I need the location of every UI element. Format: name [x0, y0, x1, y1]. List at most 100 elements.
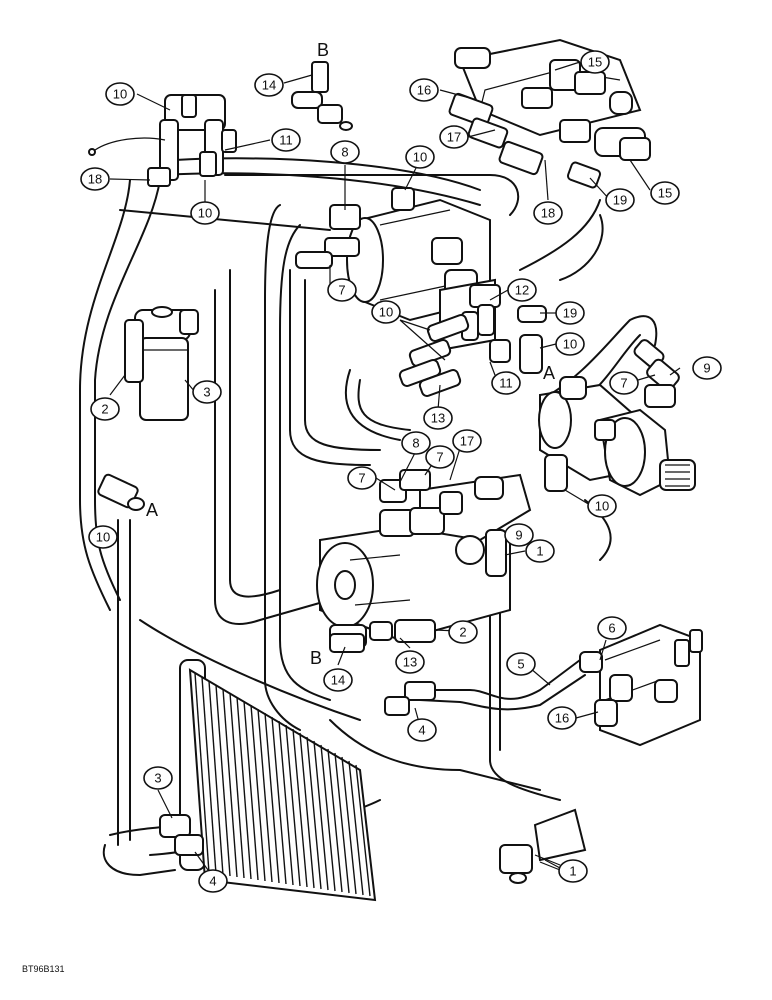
callout-bubble: [327, 278, 357, 302]
callout-4: 4: [198, 869, 228, 893]
callout-bubble: [401, 431, 431, 455]
callout-10: 10: [371, 300, 401, 324]
cooler-fin: [334, 752, 350, 894]
callout-bubble: [525, 539, 555, 563]
letter-marker-a: A: [543, 363, 555, 383]
callout-7: 7: [425, 445, 455, 469]
callout-16: 16: [547, 706, 577, 730]
callout-bubble: [409, 78, 439, 102]
callout-number: 7: [358, 471, 365, 486]
callout-4: 4: [407, 718, 437, 742]
callout-19: 19: [605, 188, 635, 212]
cooler-fin: [327, 748, 343, 893]
callout-bubble: [105, 82, 135, 106]
oil-cooler: [159, 659, 377, 902]
callout-bubble: [555, 332, 585, 356]
cooler-fin: [229, 692, 245, 879]
cooler-fin: [215, 684, 231, 877]
callout-bubble: [507, 278, 537, 302]
callout-bubble: [555, 301, 585, 325]
callout-number: 4: [209, 874, 216, 889]
control-valve: [579, 623, 703, 747]
callout-18: 18: [533, 201, 563, 225]
callout-9: 9: [692, 356, 722, 380]
callout-bubble: [254, 73, 284, 97]
figure-code: BT96B131: [22, 964, 65, 974]
main-pump: [316, 469, 532, 648]
callout-3: 3: [192, 380, 222, 404]
cooler-fin: [257, 708, 273, 883]
callout-7: 7: [327, 278, 357, 302]
cooler-fin: [222, 688, 238, 878]
callout-bubble: [439, 125, 469, 149]
callout-number: 19: [613, 193, 627, 208]
callout-number: 16: [417, 83, 431, 98]
callout-bubble: [558, 859, 588, 883]
callout-1: 1: [558, 859, 588, 883]
cooler-fin: [306, 736, 322, 890]
callout-number: 11: [499, 376, 513, 391]
callout-8: 8: [330, 140, 360, 164]
callout-number: 1: [536, 544, 543, 559]
top-elbow-fitting: [291, 61, 353, 131]
callout-bubble: [143, 766, 173, 790]
cooler-fin: [236, 696, 252, 880]
callout-5: 5: [506, 652, 536, 676]
cooler-fin: [341, 756, 357, 895]
callout-number: 17: [447, 130, 461, 145]
callout-bubble: [407, 718, 437, 742]
callout-1: 1: [525, 539, 555, 563]
letter-marker-a: A: [146, 500, 158, 520]
callout-10: 10: [190, 201, 220, 225]
callout-number: 17: [460, 434, 474, 449]
callout-number: 8: [341, 145, 348, 160]
callout-bubble: [491, 371, 521, 395]
callout-bubble: [587, 494, 617, 518]
callout-19: 19: [555, 301, 585, 325]
callout-bubble: [395, 650, 425, 674]
callout-bubble: [192, 380, 222, 404]
callout-bubble: [90, 397, 120, 421]
callout-number: 10: [379, 305, 393, 320]
callout-7: 7: [609, 371, 639, 395]
callout-bubble: [347, 466, 377, 490]
callout-bubble: [80, 167, 110, 191]
callout-number: 9: [703, 361, 710, 376]
bottom-right-filter: [499, 808, 587, 884]
cooler-fin: [250, 704, 266, 882]
callout-bubble: [605, 188, 635, 212]
right-motor: [538, 339, 696, 497]
cooler-fin: [313, 740, 329, 891]
callout-number: 3: [203, 385, 210, 400]
callout-10: 10: [587, 494, 617, 518]
callout-7: 7: [347, 466, 377, 490]
callout-bubble: [423, 406, 453, 430]
callout-2: 2: [90, 397, 120, 421]
callout-number: 16: [555, 711, 569, 726]
callout-number: 10: [563, 337, 577, 352]
callout-number: 1: [569, 864, 576, 879]
callout-10: 10: [88, 525, 118, 549]
cooler-fin: [278, 720, 294, 886]
cooler-fin: [355, 764, 371, 897]
callout-number: 10: [198, 206, 212, 221]
callout-number: 18: [541, 206, 555, 221]
cooler-fin: [201, 676, 217, 875]
callout-number: 14: [331, 673, 345, 688]
callout-number: 15: [588, 55, 602, 70]
callout-bubble: [504, 523, 534, 547]
callout-number: 19: [563, 306, 577, 321]
callout-bubble: [452, 429, 482, 453]
callout-number: 13: [403, 655, 417, 670]
callout-2: 2: [448, 620, 478, 644]
callout-number: 9: [515, 528, 522, 543]
letter-marker-b: B: [317, 40, 329, 60]
callout-16: 16: [409, 78, 439, 102]
callout-number: 13: [431, 411, 445, 426]
callout-number: 3: [154, 771, 161, 786]
callout-bubble: [547, 706, 577, 730]
callout-number: 10: [113, 87, 127, 102]
top-hose-fittings: [448, 92, 602, 189]
